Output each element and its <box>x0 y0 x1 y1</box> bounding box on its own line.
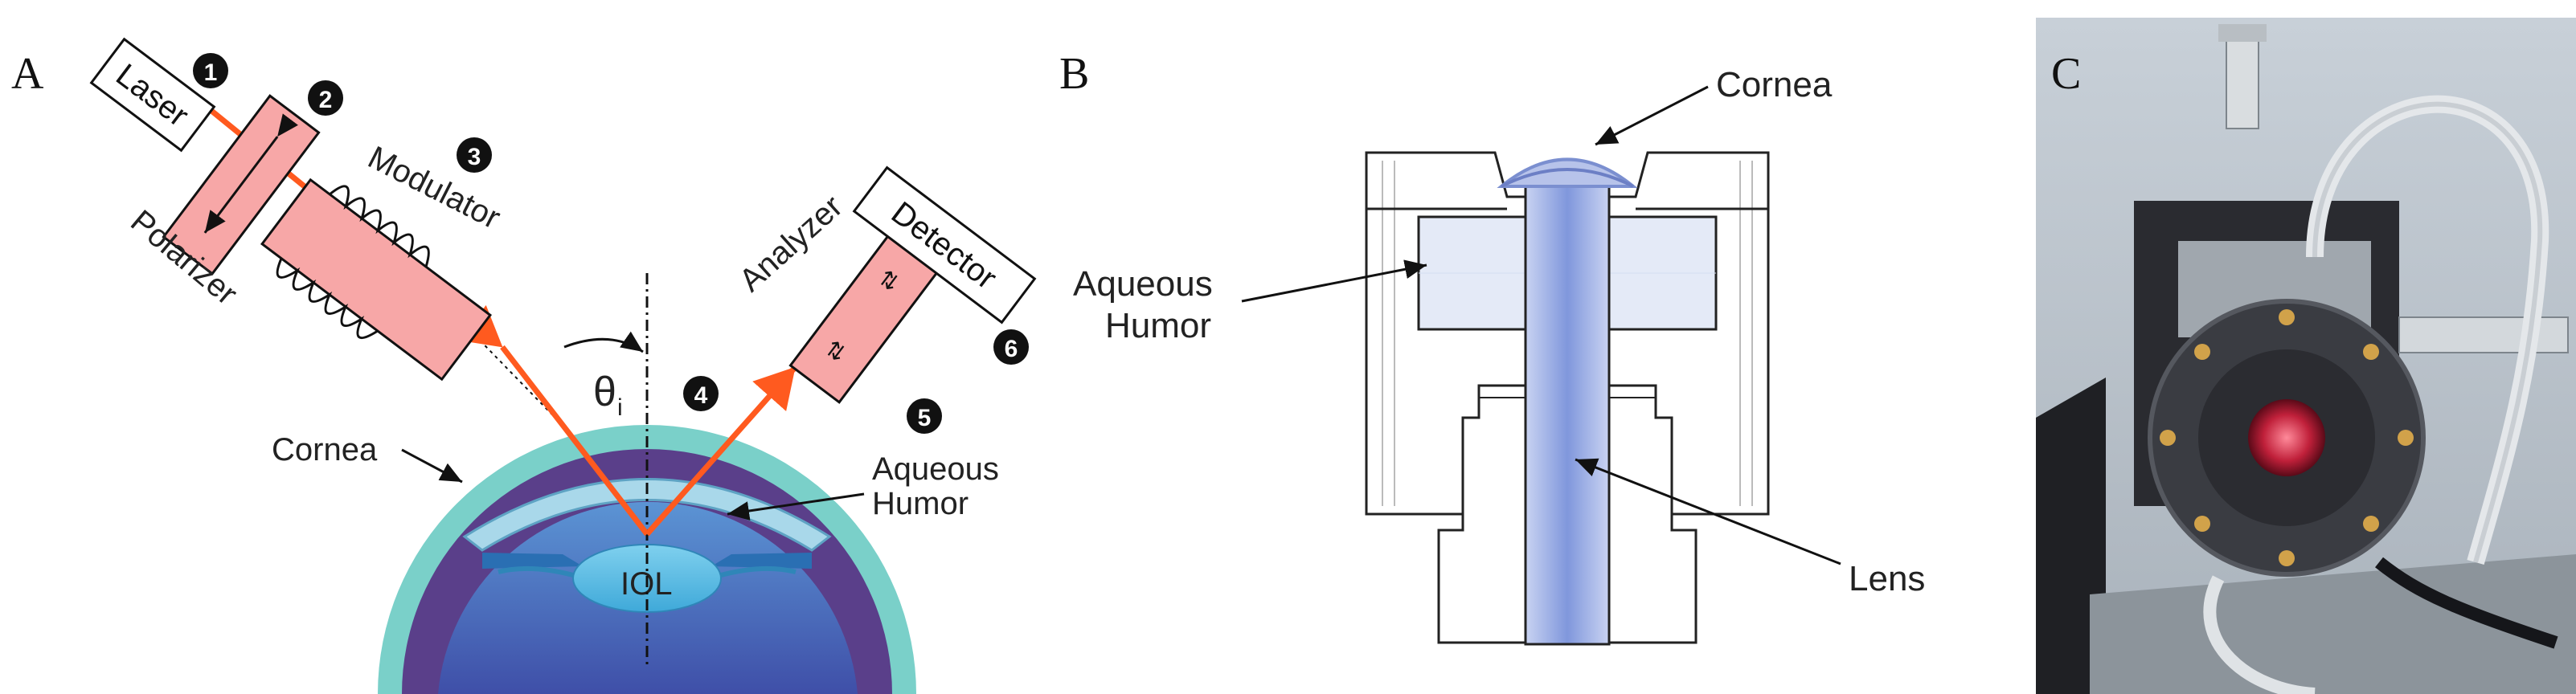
aqueous-label-b-1: Aqueous <box>1073 264 1213 304</box>
tube-shade <box>2312 101 2543 563</box>
cornea-dome <box>1497 157 1638 188</box>
bench-left <box>2036 378 2106 694</box>
modulator <box>260 178 493 382</box>
lens-column <box>1524 185 1611 646</box>
incident-beam-2 <box>500 345 649 537</box>
svg-text:4: 4 <box>694 382 708 409</box>
laser-box: Laser <box>89 37 216 153</box>
aqueous-label-a-2: Humor <box>872 486 969 521</box>
svg-text:5: 5 <box>918 405 932 431</box>
panel-b-letter: B <box>1059 49 1089 99</box>
number-badge-4: 4 <box>683 376 719 411</box>
cable <box>2375 557 2558 649</box>
cornea-inner <box>1501 168 1634 188</box>
modulator-coil-top <box>329 185 430 267</box>
micrometer-cap <box>2218 24 2267 42</box>
number-badge-1: 1 <box>193 53 228 88</box>
cornea-pointer-b <box>1595 85 1709 146</box>
modulator-coil-bottom <box>276 258 379 340</box>
iol-haptic-right <box>720 565 797 578</box>
svg-text:3: 3 <box>468 144 481 170</box>
number-badge-2: 2 <box>308 80 343 116</box>
red-sample <box>2248 399 2325 476</box>
lens-label-b: Lens <box>1849 559 1925 598</box>
cornea-shape <box>462 478 832 552</box>
svg-text:6: 6 <box>1005 336 1018 362</box>
polarizer-arrow <box>203 113 298 234</box>
panel-a: A IOL θ i <box>11 37 1037 694</box>
cornea-label-a: Cornea <box>272 432 378 467</box>
iris-right <box>711 553 812 569</box>
number-badge-6: 6 <box>993 329 1029 365</box>
number-badge-3: 3 <box>457 137 492 173</box>
analyzer-label: Analyzer <box>733 189 850 299</box>
incidence-extension <box>459 319 575 439</box>
eye-diagram: IOL <box>378 425 916 694</box>
panel-a-letter: A <box>11 49 44 99</box>
brass-screws <box>2160 309 2414 566</box>
theta-symbol: θ <box>593 369 616 415</box>
svg-text:1: 1 <box>204 59 218 86</box>
cornea-pointer-a <box>401 448 463 484</box>
number-badge-5: 5 <box>907 398 942 434</box>
panel-c-letter: C <box>2051 49 2081 99</box>
aqueous-label-b-2: Humor <box>1105 306 1211 345</box>
cornea-label-b: Cornea <box>1716 65 1833 104</box>
angle-arc <box>563 331 644 353</box>
iris-left <box>482 553 583 569</box>
tube-lower <box>2203 575 2316 694</box>
aqueous-label-a-1: Aqueous <box>872 451 999 487</box>
polarizer <box>162 94 321 276</box>
micrometer-top <box>2226 31 2259 129</box>
panel-b: B Cornea Aqueous Humor Lens <box>1059 49 1925 646</box>
theta-subscript: i <box>617 394 623 421</box>
svg-text:2: 2 <box>319 87 333 113</box>
micrometer-side <box>2398 316 2569 353</box>
iol-haptic-left <box>498 565 574 578</box>
reflected-beam-1 <box>645 366 796 537</box>
aqueous-pointer-b <box>1241 259 1427 303</box>
aqueous-pointer-a <box>727 492 865 520</box>
lens-pointer-b <box>1575 458 1841 565</box>
panel-c-photo: C <box>2036 18 2576 694</box>
